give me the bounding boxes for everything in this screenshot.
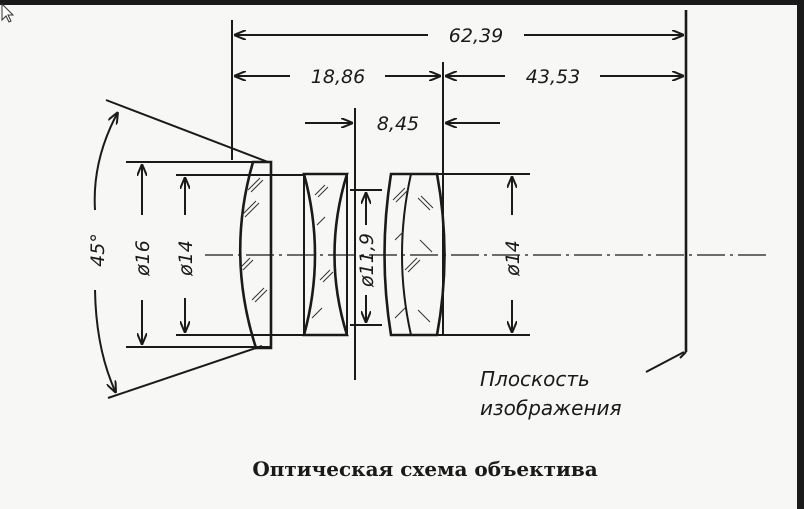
dimension-back-focus: 43,53: [445, 66, 684, 88]
dimension-total: 62,39: [234, 25, 684, 47]
image-plane-label-line1: Плоскость: [480, 367, 590, 391]
dim-d11-9: ø11,9: [356, 233, 378, 288]
extension-lines: [231, 10, 688, 380]
dim-d14-front: ø14: [175, 240, 197, 277]
dim-62-39: 62,39: [449, 25, 503, 47]
dimension-front: 18,86: [234, 66, 441, 88]
image-plane-label-line2: изображения: [480, 396, 622, 420]
dim-d16: ø16: [132, 240, 154, 277]
figure-caption: Оптическая схема объектива: [252, 457, 597, 481]
dim-18-86: 18,86: [311, 66, 365, 88]
mouse-cursor-icon: [1, 2, 15, 23]
front-lens-diameters: ø16 ø14: [126, 161, 304, 348]
diagram-sheet: [0, 5, 797, 509]
dimension-stop-gap: 8,45: [305, 113, 500, 135]
rear-lens-doublet: ø14: [383, 172, 530, 337]
dim-43-53: 43,53: [526, 66, 580, 88]
image-plane-leader: [645, 351, 685, 373]
dim-8-45: 8,45: [377, 113, 419, 135]
field-angle: 45°: [87, 99, 269, 399]
middle-lens: [302, 172, 349, 337]
front-lens: [238, 160, 273, 350]
dim-d14-rear: ø14: [502, 240, 524, 277]
stop-diameter: ø11,9: [350, 189, 382, 326]
dim-45-deg: 45°: [87, 233, 109, 267]
